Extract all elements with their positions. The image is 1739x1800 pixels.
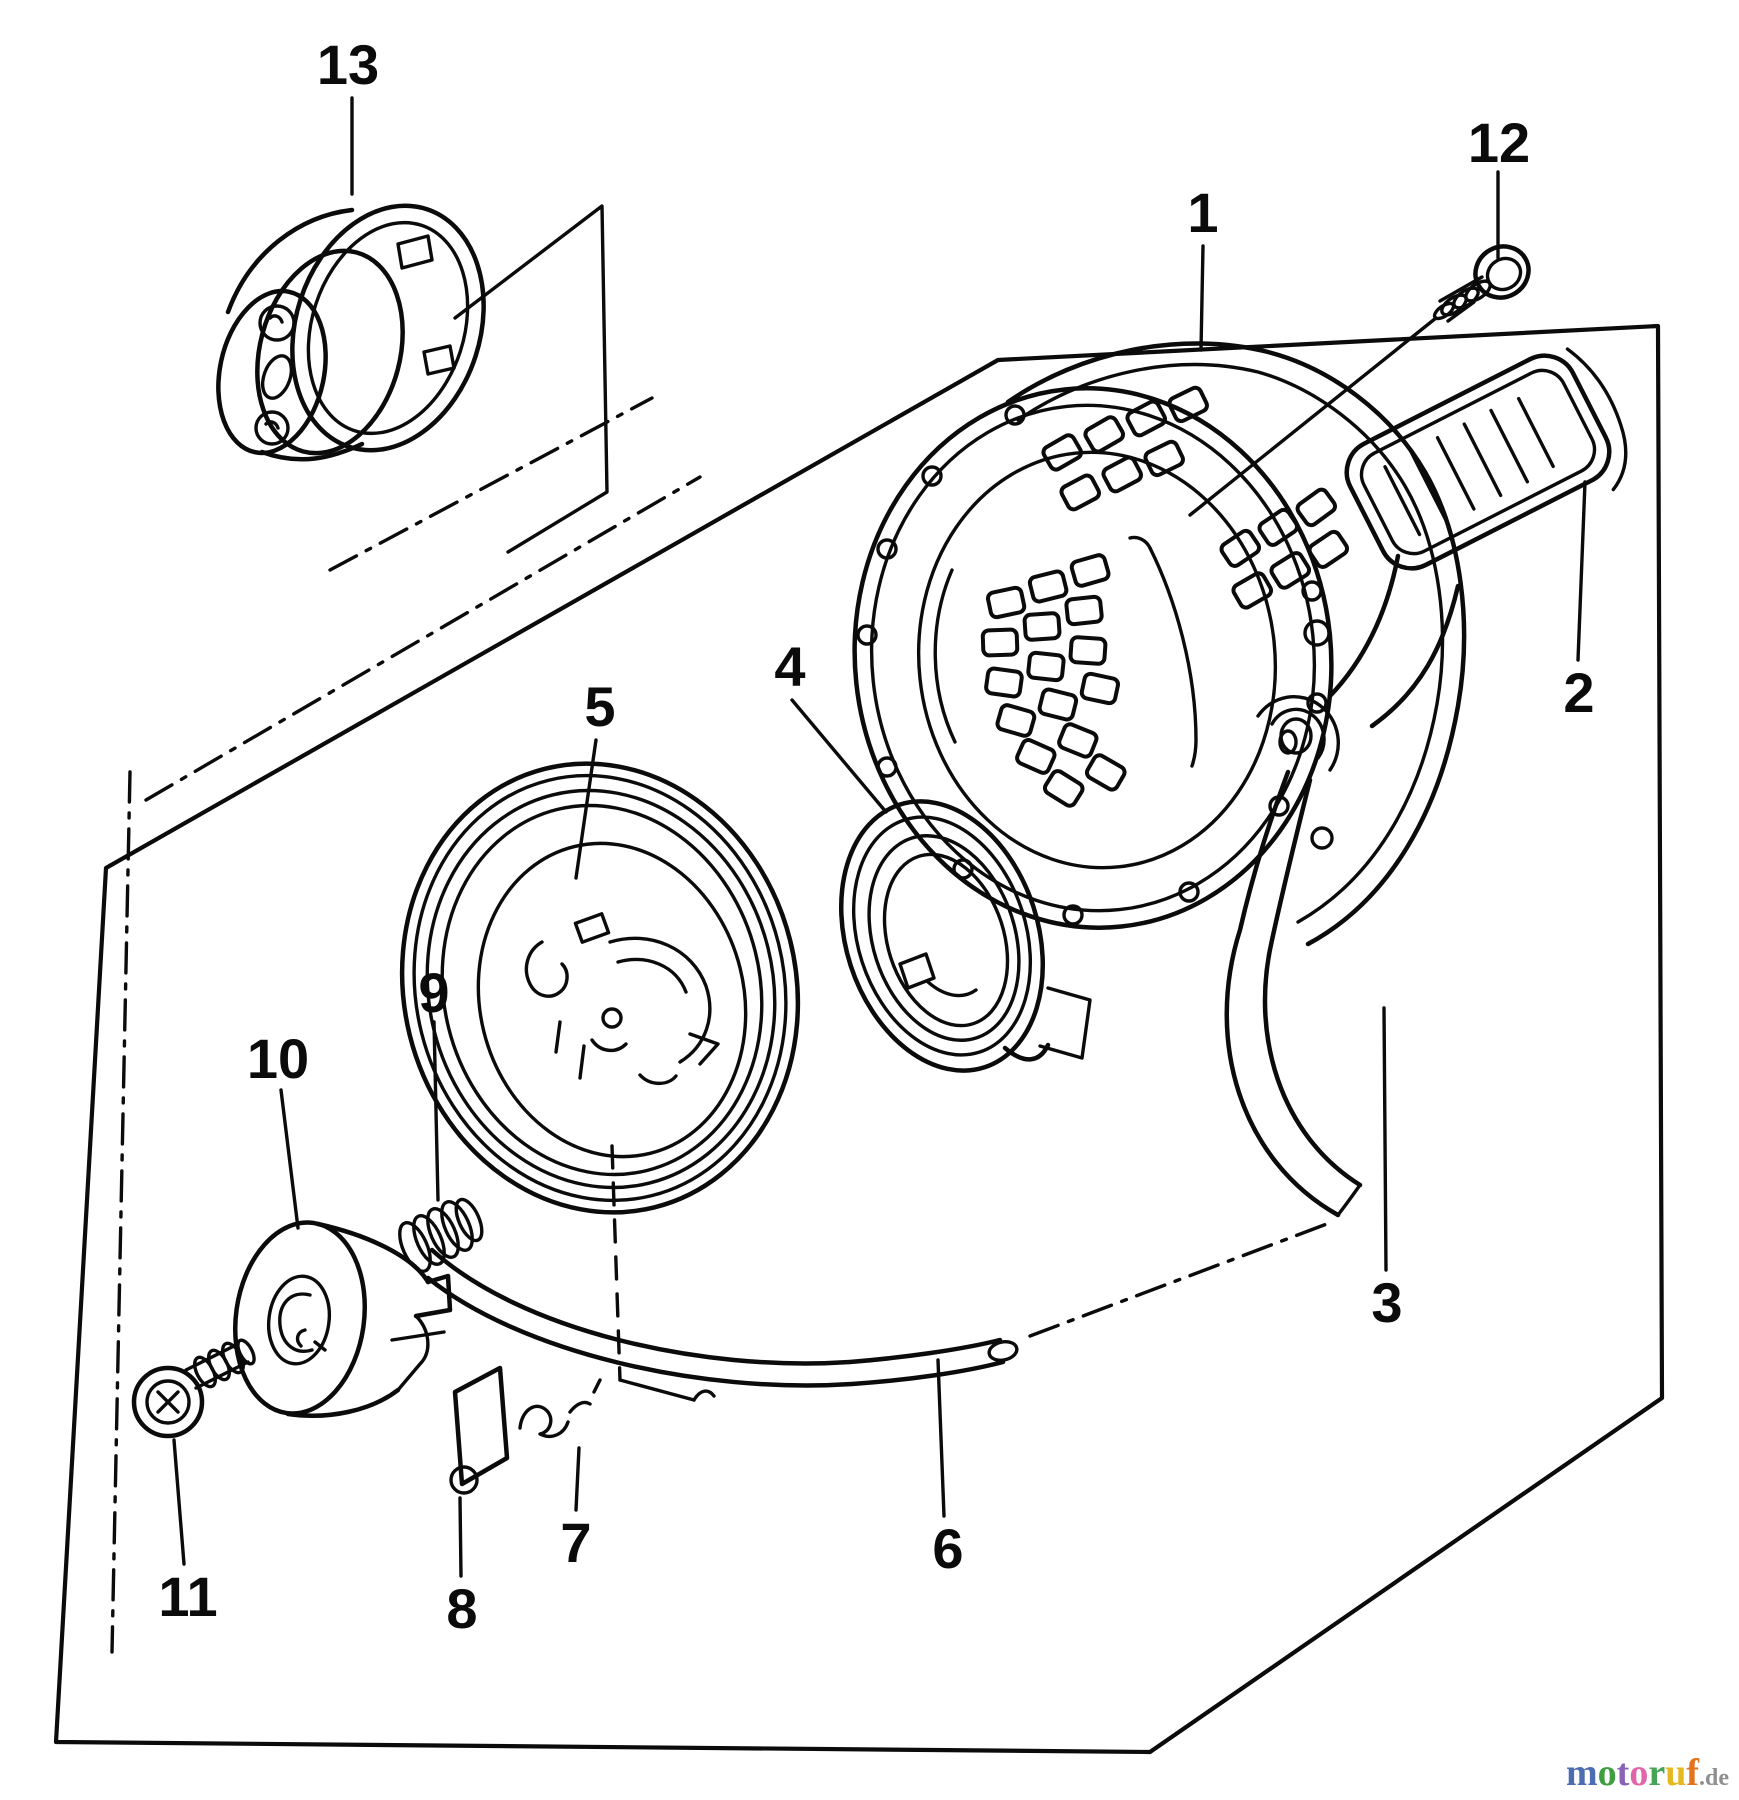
part-9-spring-drawing xyxy=(398,1197,484,1273)
part-2-handle-drawing xyxy=(1256,347,1628,772)
callout-10-label: 10 xyxy=(247,1027,309,1090)
part-7-clip-drawing xyxy=(518,1144,716,1439)
rope-loop-drawing xyxy=(1224,769,1363,1218)
callout-4-label: 4 xyxy=(774,635,805,698)
back-panel-outline xyxy=(453,204,609,554)
logo-letter: m xyxy=(1566,1752,1598,1794)
logo-letter: o xyxy=(1597,1752,1617,1794)
callout-3-label: 3 xyxy=(1371,1271,1402,1334)
assembly-boundary-box xyxy=(53,323,1665,1755)
watermark-logo: motoruf.de xyxy=(1566,1754,1729,1792)
logo-letter: f xyxy=(1686,1752,1699,1794)
callout-5-label: 5 xyxy=(584,675,615,738)
part-8-plate-drawing xyxy=(449,1365,510,1495)
callout-12-label: 12 xyxy=(1468,111,1530,174)
callout-2-label: 2 xyxy=(1563,661,1594,724)
callout-6-label: 6 xyxy=(932,1517,963,1580)
callout-labels: 13 1 12 2 3 4 5 6 7 8 9 10 11 xyxy=(158,33,1594,1640)
callout-13-label: 13 xyxy=(317,33,379,96)
callout-11-label: 11 xyxy=(158,1565,217,1628)
callout-8-label: 8 xyxy=(446,1577,477,1640)
part-12-bolt-drawing xyxy=(1188,244,1531,517)
part-4-recoil-spring-drawing xyxy=(838,799,1092,1073)
part-6-rope-drawing xyxy=(425,1220,1334,1388)
logo-letter: o xyxy=(1629,1752,1649,1794)
callout-7-label: 7 xyxy=(560,1511,591,1574)
part-1-housing-drawing xyxy=(852,341,1467,947)
callout-1-label: 1 xyxy=(1187,181,1218,244)
logo-suffix: .de xyxy=(1699,1765,1729,1791)
part-11-bolt-drawing xyxy=(131,1338,256,1439)
hidden-edge-lines xyxy=(110,396,702,1654)
callout-leader-lines xyxy=(172,96,1587,1578)
callout-9-label: 9 xyxy=(418,961,449,1024)
vent-slots xyxy=(980,385,1350,808)
part-13-starter-cup-drawing xyxy=(216,203,486,462)
part-10-ratchet-guide-drawing xyxy=(232,1220,453,1418)
logo-letter: t xyxy=(1616,1752,1630,1794)
logo-letter: r xyxy=(1648,1752,1666,1794)
logo-letter: u xyxy=(1665,1752,1687,1794)
